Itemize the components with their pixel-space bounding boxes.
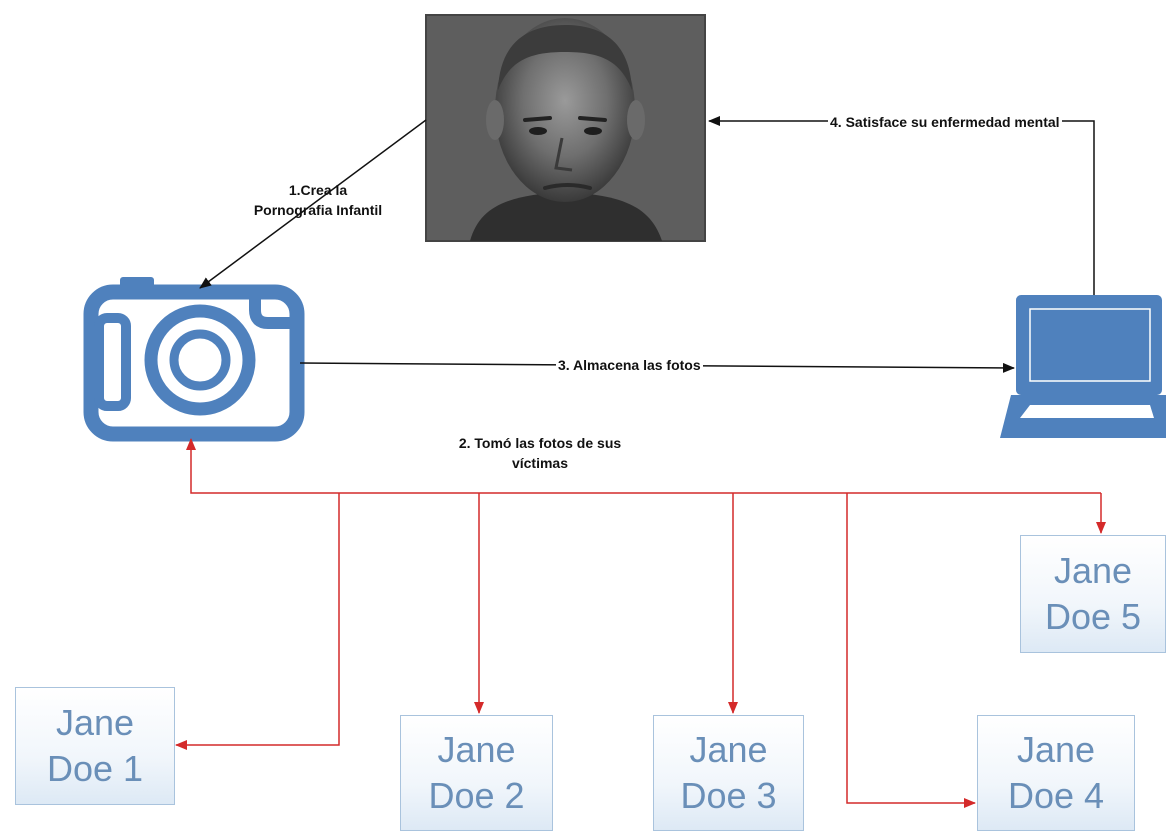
victim-5-line1: Jane: [1053, 550, 1133, 591]
victim-box-2: Jane Doe 2: [400, 715, 553, 831]
arrow-victims-to-camera: [186, 438, 1101, 494]
step4-label: 4. Satisface su enfermedad mental: [828, 112, 1062, 132]
arrow-photo-to-camera: [199, 119, 427, 289]
step3-label: 3. Almacena las fotos: [556, 355, 703, 375]
step1-label: 1.Crea la Pornografia Infantil: [238, 180, 398, 220]
victim-4-line2: Doe 4: [1007, 775, 1105, 816]
step2-line1: 2. Tomó las fotos de sus: [458, 435, 622, 451]
arrow-laptop-to-photo: [708, 116, 1095, 295]
step2-label: 2. Tomó las fotos de sus víctimas: [398, 433, 682, 473]
person-photo: [425, 14, 706, 242]
step4-text: 4. Satisface su enfermedad mental: [830, 114, 1060, 130]
victim-4-line1: Jane: [1016, 729, 1096, 770]
victim-box-5: Jane Doe 5: [1020, 535, 1166, 653]
victim-1-line2: Doe 1: [46, 748, 144, 789]
victim-box-3: Jane Doe 3: [653, 715, 804, 831]
step1-line2: Pornografia Infantil: [253, 202, 383, 218]
step1-line1: 1.Crea la: [288, 182, 348, 198]
arrow-to-victim-4: [846, 493, 976, 808]
victim-3-line2: Doe 3: [680, 775, 777, 816]
arrow-to-victim-1: [175, 493, 340, 750]
victim-box-4: Jane Doe 4: [977, 715, 1135, 831]
victim-5-line2: Doe 5: [1044, 596, 1142, 637]
victim-box-1: Jane Doe 1: [15, 687, 175, 805]
camera-icon: [83, 277, 305, 442]
step2-line2: víctimas: [511, 455, 569, 471]
step3-text: 3. Almacena las fotos: [558, 357, 701, 373]
victim-2-line2: Doe 2: [428, 775, 525, 816]
victim-3-line1: Jane: [689, 729, 768, 770]
laptop-icon: [1000, 295, 1166, 438]
victim-1-line1: Jane: [55, 702, 135, 743]
victim-2-line1: Jane: [437, 729, 516, 770]
